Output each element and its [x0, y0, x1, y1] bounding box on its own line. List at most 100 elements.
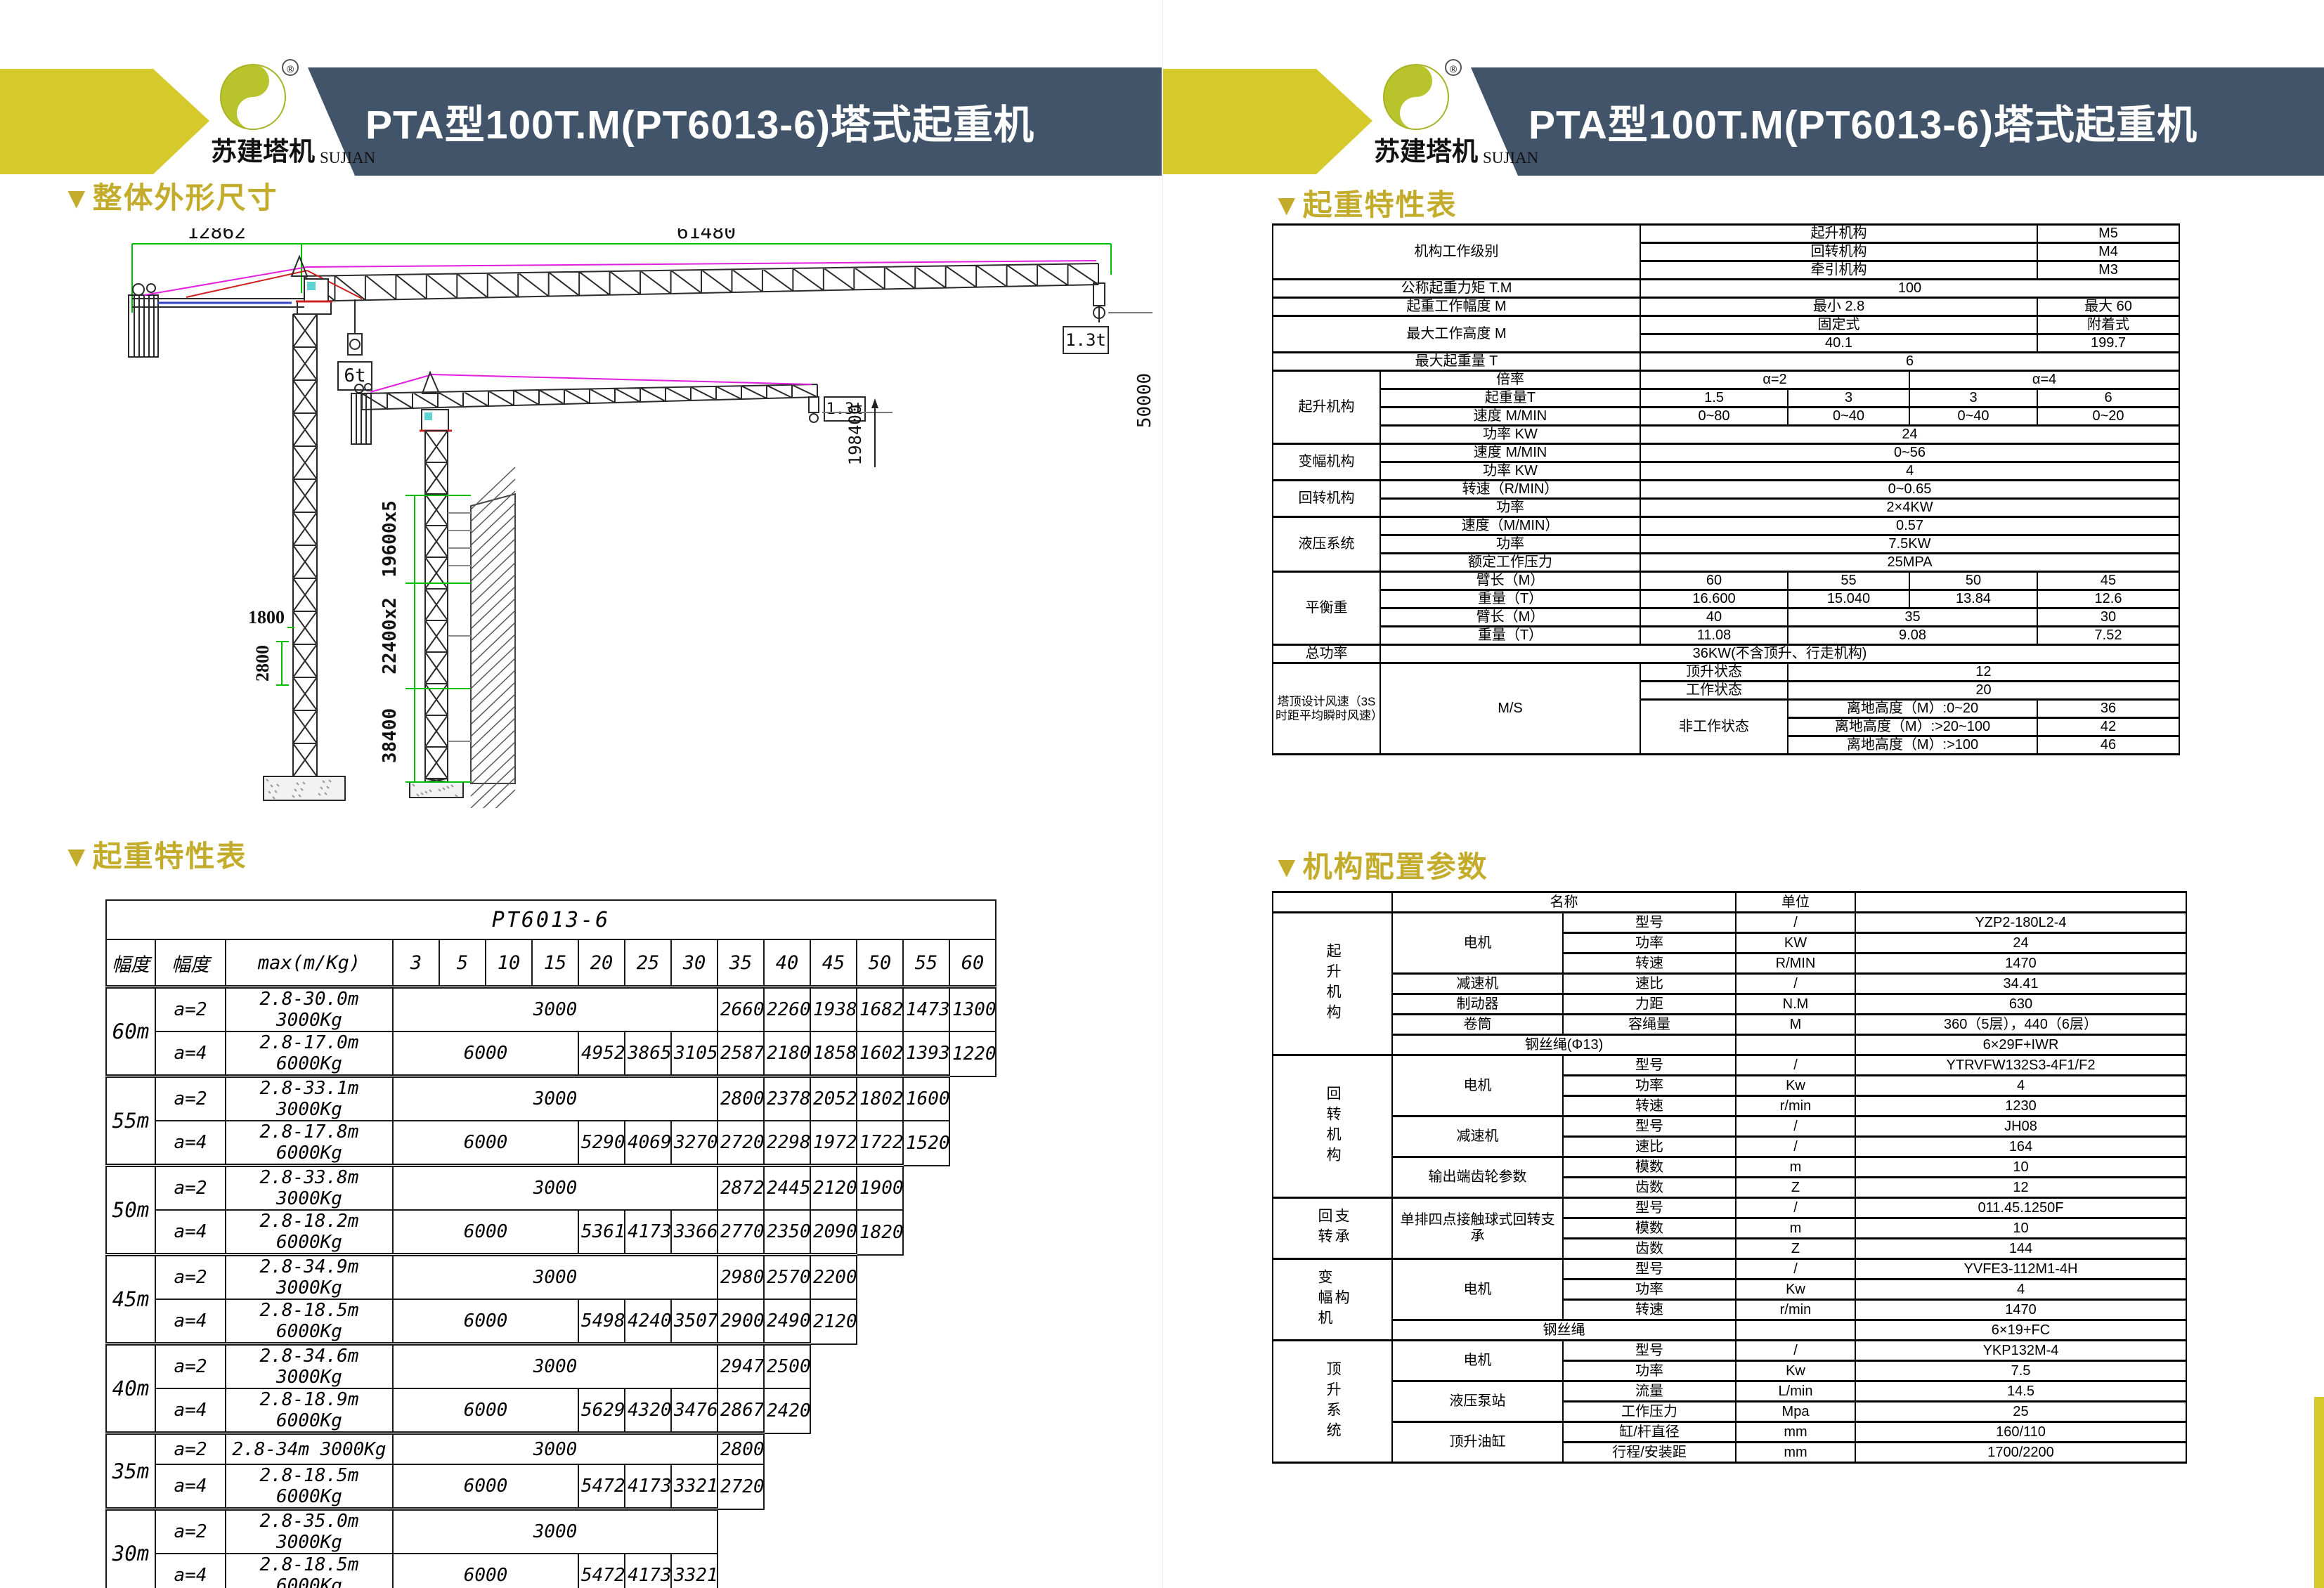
page-title: PTA型100T.M(PT6013-6)塔式起重机 — [365, 102, 1034, 148]
config-cell: L/min — [1735, 1380, 1856, 1402]
load-chart-cell: 2420 — [763, 1388, 811, 1434]
config-cell: 型号 — [1562, 911, 1736, 934]
load-chart-cell: 1900 — [856, 1164, 904, 1211]
characteristics-cell: 0~0.65 — [1639, 479, 2181, 500]
config-cell: 速比 — [1562, 1135, 1736, 1158]
load-chart-cell: a=4 — [155, 1031, 226, 1077]
load-chart-cell: 2298 — [763, 1120, 811, 1166]
config-cell: 12 — [1855, 1176, 2187, 1199]
load-chart-cell: 2.8-18.5m 6000Kg — [225, 1299, 394, 1345]
config-cell: / — [1735, 1115, 1856, 1138]
characteristics-cell: 平衡重 — [1272, 571, 1381, 646]
characteristics-cell: 顶升状态 — [1640, 662, 1789, 682]
load-chart-cell: 20 — [578, 939, 625, 988]
load-chart-cell: 1802 — [856, 1074, 904, 1121]
config-cell: 流量 — [1562, 1380, 1736, 1402]
segment-mid-label: 22400x2 — [379, 597, 401, 675]
header-arrow-shape — [1163, 69, 1372, 174]
header-graphics: ® 苏建塔机 SUJIAN — [0, 59, 1162, 176]
config-cell: 转速 — [1562, 1299, 1736, 1321]
load-chart-cell: 2660 — [717, 985, 765, 1032]
wall-anchor-ties — [448, 495, 471, 783]
load-chart-cell: 4173 — [624, 1209, 672, 1256]
config-cell: 34.41 — [1855, 972, 2187, 995]
characteristics-cell: 12.6 — [2037, 589, 2181, 609]
characteristics-cell: 离地高度（M）:>20~100 — [1786, 717, 2039, 737]
load-chart-cell: 2.8-34.6m 3000Kg — [225, 1342, 394, 1389]
load-chart-cell: 6000 — [392, 1299, 579, 1345]
load-chart-cell: a=4 — [155, 1299, 226, 1345]
load-chart-cell: 2350 — [763, 1209, 811, 1256]
segment-dimension-bracket — [405, 495, 471, 783]
load-chart-cell: 2052 — [810, 1074, 857, 1121]
load-chart-cell: 45 — [810, 939, 857, 988]
characteristics-cell: 2×4KW — [1639, 497, 2181, 518]
characteristics-cell: 起升机构 — [1272, 370, 1381, 445]
load-chart-cell: 幅度 — [155, 939, 226, 988]
load-chart-cell: 3366 — [670, 1209, 718, 1256]
load-chart-cell: 3000 — [392, 1074, 718, 1121]
characteristics-cell: 42 — [2037, 717, 2181, 737]
characteristics-cell: 速度 M/MIN — [1380, 443, 1641, 463]
config-cell: 10 — [1855, 1156, 2187, 1178]
characteristics-cell: 35 — [1786, 607, 2039, 627]
load-chart-cell: 2.8-34.9m 3000Kg — [225, 1253, 394, 1300]
characteristics-cell: 11.08 — [1640, 625, 1789, 646]
characteristics-cell: 重量（T） — [1380, 625, 1641, 646]
load-chart-cell: 1938 — [810, 985, 857, 1032]
config-cell: Z — [1735, 1176, 1856, 1199]
load-chart-cell: 2.8-33.8m 3000Kg — [225, 1164, 394, 1211]
load-chart-cell: 6000 — [392, 1209, 579, 1256]
config-cell: 10 — [1855, 1217, 2187, 1239]
characteristics-cell: 50 — [1908, 571, 2039, 591]
characteristics-cell: 1.5 — [1640, 388, 1789, 408]
load-chart-cell: 4952 — [578, 1031, 625, 1077]
load-chart-cell: 3507 — [670, 1299, 718, 1345]
config-cell: / — [1735, 1135, 1856, 1158]
characteristics-cell: 离地高度（M）:>100 — [1786, 735, 2039, 755]
load-chart-cell: 10 — [485, 939, 533, 988]
dim-jib-label: 61480 — [677, 228, 736, 243]
config-cell — [1735, 1034, 1856, 1056]
characteristics-cell: 速度 M/MIN — [1380, 406, 1641, 427]
main-hook-load-box — [337, 361, 372, 391]
dim-counter-jib-label: 12862 — [187, 228, 246, 243]
dim-2800-label: 2800 — [252, 645, 273, 682]
section-title-characteristics: ▼起重特性表 — [1272, 188, 1458, 221]
load-chart-cell: 2378 — [763, 1074, 811, 1121]
config-cell: 电机 — [1391, 911, 1564, 975]
characteristics-cell: 12 — [1786, 662, 2181, 682]
characteristics-cell: 臂长（M） — [1380, 607, 1641, 627]
config-cell: YVFE3-112M1-4H — [1855, 1258, 2187, 1280]
config-cell: 卷筒 — [1391, 1013, 1564, 1036]
load-chart-cell: 2.8-35.0m 3000Kg — [225, 1507, 394, 1554]
load-chart-cell: a=2 — [155, 1164, 226, 1211]
load-chart-cell: 1682 — [856, 985, 904, 1032]
config-cell: N.M — [1735, 993, 1856, 1015]
config-cell: 144 — [1855, 1237, 2187, 1260]
config-cell: mm — [1735, 1421, 1856, 1443]
characteristics-cell: 机构工作级别 — [1272, 223, 1641, 280]
characteristics-cell: 臂长（M） — [1380, 571, 1641, 591]
header-graphics: ® 苏建塔机 SUJIAN — [1163, 59, 2324, 176]
characteristics-cell: 55 — [1787, 571, 1910, 591]
characteristics-cell: 25MPA — [1639, 552, 2181, 573]
config-cell: KW — [1735, 932, 1856, 954]
characteristics-cell: 9.08 — [1786, 625, 2039, 646]
load-chart-cell: a=4 — [155, 1464, 226, 1510]
characteristics-cell: 离地高度（M）:0~20 — [1786, 698, 2039, 719]
load-chart-cell: 2260 — [763, 985, 811, 1032]
page-edge-accent — [2314, 1397, 2324, 1588]
config-cell: 减速机 — [1391, 1115, 1564, 1158]
load-chart-cell: a=2 — [155, 1507, 226, 1554]
characteristics-cell: 15.040 — [1787, 589, 1910, 609]
characteristics-cell: 0~80 — [1640, 406, 1789, 427]
characteristics-cell: 16.600 — [1640, 589, 1789, 609]
load-chart-cell: 50 — [856, 939, 904, 988]
characteristics-cell: 7.5KW — [1639, 534, 2181, 554]
config-cell: 14.5 — [1855, 1380, 2187, 1402]
config-cell: 6×29F+IWR — [1855, 1034, 2187, 1056]
load-chart-cell: 1600 — [902, 1074, 950, 1121]
